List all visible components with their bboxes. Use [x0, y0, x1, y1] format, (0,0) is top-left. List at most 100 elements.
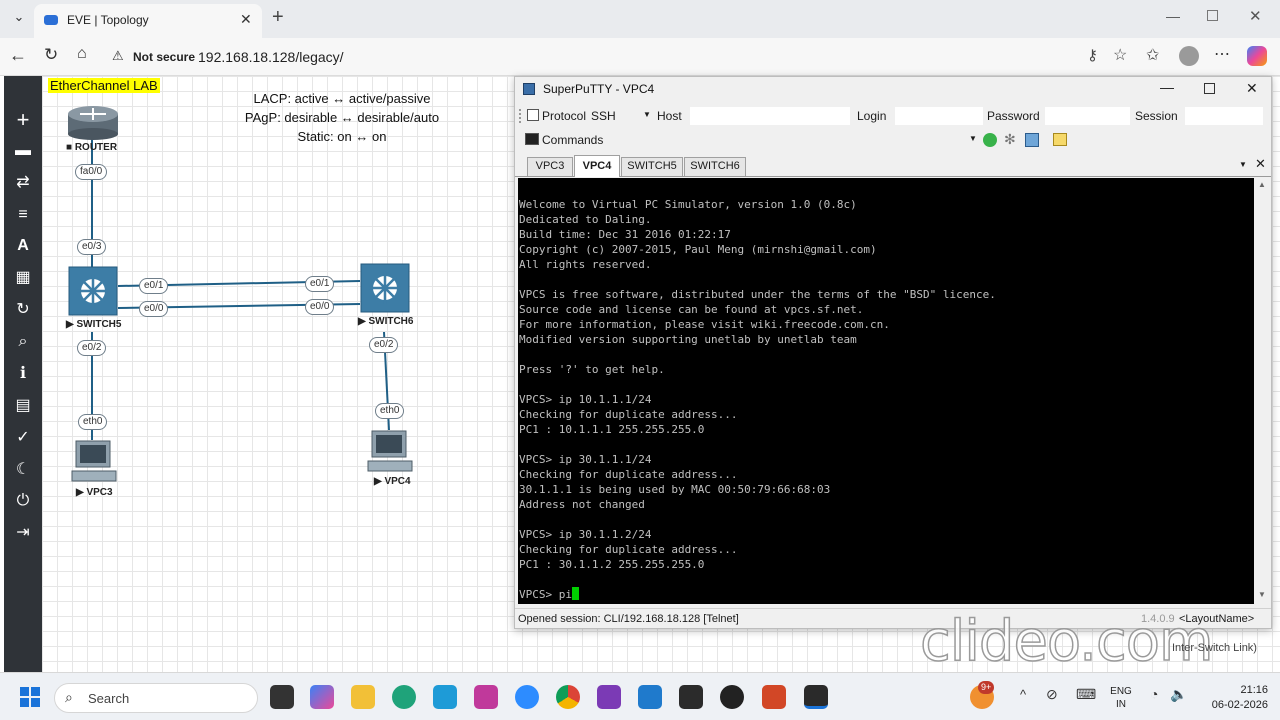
key-icon[interactable]: ⚷	[1087, 47, 1098, 64]
tab-switch6[interactable]: SWITCH6	[684, 157, 746, 176]
vpc4-node[interactable]	[366, 429, 416, 475]
ms-store-icon[interactable]	[474, 685, 498, 709]
port-vpc4-eth0[interactable]: eth0	[375, 403, 405, 419]
sticky-notes-icon[interactable]	[679, 685, 703, 709]
settings-gear-icon[interactable]: ✻	[1004, 131, 1016, 147]
terminal-output[interactable]: Welcome to Virtual PC Simulator, version…	[518, 178, 1254, 604]
url-field[interactable]: ⚠ Not secure 192.168.18.128/legacy/	[100, 43, 1143, 71]
vpc3-node[interactable]	[70, 439, 120, 485]
windows-start-icon[interactable]	[20, 687, 40, 707]
taskbar-search[interactable]: ⌕ Search	[54, 683, 258, 713]
commands-input[interactable]: ▼	[605, 131, 980, 149]
close-session-icon[interactable]: ✕	[1255, 156, 1266, 171]
terminal-scrollbar[interactable]: ▲ ▼	[1254, 178, 1271, 604]
tab-list-dropdown-icon[interactable]: ▼	[1239, 160, 1247, 169]
switch5-node[interactable]	[68, 266, 120, 318]
zoom-app-icon[interactable]	[515, 685, 539, 709]
snipping-tool-icon[interactable]	[433, 685, 457, 709]
edge-icon[interactable]	[392, 685, 416, 709]
network-off-icon[interactable]: ⊘	[1046, 686, 1058, 702]
browser-tab[interactable]: EVE | Topology ✕	[34, 4, 262, 38]
login-input[interactable]	[895, 107, 983, 125]
switch6-label[interactable]: ▶ SWITCH6	[358, 316, 414, 327]
close-window-icon[interactable]: ✕	[1249, 8, 1262, 25]
vpc4-label[interactable]: ▶ VPC4	[374, 476, 411, 487]
port-sw6-e01[interactable]: e0/1	[305, 276, 335, 292]
putty-title-bar[interactable]: SuperPuTTY - VPC4 — ✕	[515, 77, 1271, 101]
switch5-label[interactable]: ▶ SWITCH5	[66, 319, 122, 330]
wifi-icon[interactable]: ◔	[1150, 686, 1159, 702]
port-sw6-e00[interactable]: e0/0	[305, 299, 335, 315]
logout-icon[interactable]: ⇥	[16, 524, 30, 541]
tab-vpc3[interactable]: VPC3	[527, 157, 573, 176]
terminal-app-icon[interactable]	[804, 685, 828, 709]
putty-close-icon[interactable]: ✕	[1246, 80, 1258, 96]
port-sw5-e02[interactable]: e0/2	[77, 340, 107, 356]
volume-icon[interactable]: 🔈	[1170, 686, 1188, 702]
send-command-icon[interactable]	[983, 133, 997, 147]
task-view-icon[interactable]	[270, 685, 294, 709]
file-explorer-icon[interactable]	[351, 685, 375, 709]
session-input[interactable]	[1185, 107, 1263, 125]
layout-name[interactable]: <LayoutName>	[1179, 613, 1255, 625]
switch6-node[interactable]	[360, 263, 412, 315]
copy-icon[interactable]	[1025, 133, 1039, 147]
networks-icon[interactable]: ⇄	[16, 174, 30, 191]
clock[interactable]: 21:16 06-02-2026	[1198, 683, 1268, 713]
protocol-notes[interactable]: LACP: active ↔ active/passive PAgP: desi…	[232, 89, 452, 146]
tab-list-chevron-icon[interactable]: ⌄	[13, 9, 25, 24]
protocol-select[interactable]: SSH ▼	[591, 107, 653, 125]
port-sw5-e01[interactable]: e0/1	[139, 278, 169, 294]
collections-icon[interactable]: ✩	[1146, 47, 1160, 64]
dark-mode-icon[interactable]: ☾	[15, 461, 31, 478]
favorite-star-icon[interactable]: ☆	[1113, 47, 1128, 64]
close-tab-icon[interactable]: ✕	[240, 11, 252, 27]
refresh-icon[interactable]: ↻	[44, 45, 59, 64]
chrome-icon[interactable]	[556, 685, 580, 709]
host-input[interactable]	[690, 107, 850, 125]
status-check-icon[interactable]: ✓	[16, 429, 30, 446]
lab-details-icon[interactable]: ▤	[15, 397, 31, 414]
language-indicator[interactable]: ENG IN	[1108, 685, 1134, 711]
copilot-icon[interactable]	[1247, 46, 1267, 66]
tab-vpc4[interactable]: VPC4	[574, 155, 620, 177]
refresh-topology-icon[interactable]: ↻	[16, 301, 30, 318]
new-tab-icon[interactable]: +	[272, 6, 284, 28]
zoom-icon[interactable]: ⌕	[18, 333, 28, 350]
back-arrow-icon[interactable]: ←	[9, 45, 27, 65]
more-menu-icon[interactable]: ⋯	[1214, 46, 1230, 63]
grid-icon[interactable]: ▦	[15, 269, 31, 286]
router-node[interactable]	[66, 104, 120, 140]
copilot-taskbar-icon[interactable]	[310, 685, 334, 709]
powerpoint-icon[interactable]	[762, 685, 786, 709]
power-icon[interactable]: ⏻	[16, 492, 30, 509]
nodes-icon[interactable]: ▬	[15, 142, 31, 159]
profile-avatar-icon[interactable]	[1179, 46, 1199, 66]
lab-title[interactable]: EtherChannel LAB	[48, 78, 160, 93]
port-router-fa00[interactable]: fa0/0	[75, 164, 108, 180]
info-icon[interactable]: ℹ	[19, 365, 27, 382]
vpc3-label[interactable]: ▶ VPC3	[76, 487, 113, 498]
media-player-icon[interactable]	[720, 685, 744, 709]
port-sw5-e00[interactable]: e0/0	[139, 301, 169, 317]
port-sw5-e03[interactable]: e0/3	[77, 239, 107, 255]
keyboard-icon[interactable]: ⌨	[1076, 686, 1097, 702]
vscode-icon[interactable]	[638, 685, 662, 709]
putty-minimize-icon[interactable]: —	[1160, 79, 1174, 95]
port-vpc3-eth0[interactable]: eth0	[78, 414, 108, 430]
password-input[interactable]	[1045, 107, 1130, 125]
notes-icon[interactable]	[1053, 133, 1067, 146]
home-icon[interactable]: ⌂	[77, 45, 87, 62]
router-label[interactable]: ■ ROUTER	[66, 142, 118, 153]
port-sw6-e02[interactable]: e0/2	[369, 337, 399, 353]
visual-studio-icon[interactable]	[597, 685, 621, 709]
minimize-window-icon[interactable]: —	[1166, 8, 1180, 24]
scroll-down-icon[interactable]: ▼	[1258, 590, 1266, 599]
putty-maximize-icon[interactable]	[1204, 83, 1215, 94]
scroll-up-icon[interactable]: ▲	[1258, 180, 1266, 189]
tab-switch5[interactable]: SWITCH5	[621, 157, 683, 176]
tray-chevron-icon[interactable]: ^	[1020, 687, 1027, 702]
startup-config-icon[interactable]: ≡	[18, 206, 28, 223]
restore-window-icon[interactable]	[1207, 10, 1218, 21]
add-object-icon[interactable]: +	[16, 107, 30, 132]
